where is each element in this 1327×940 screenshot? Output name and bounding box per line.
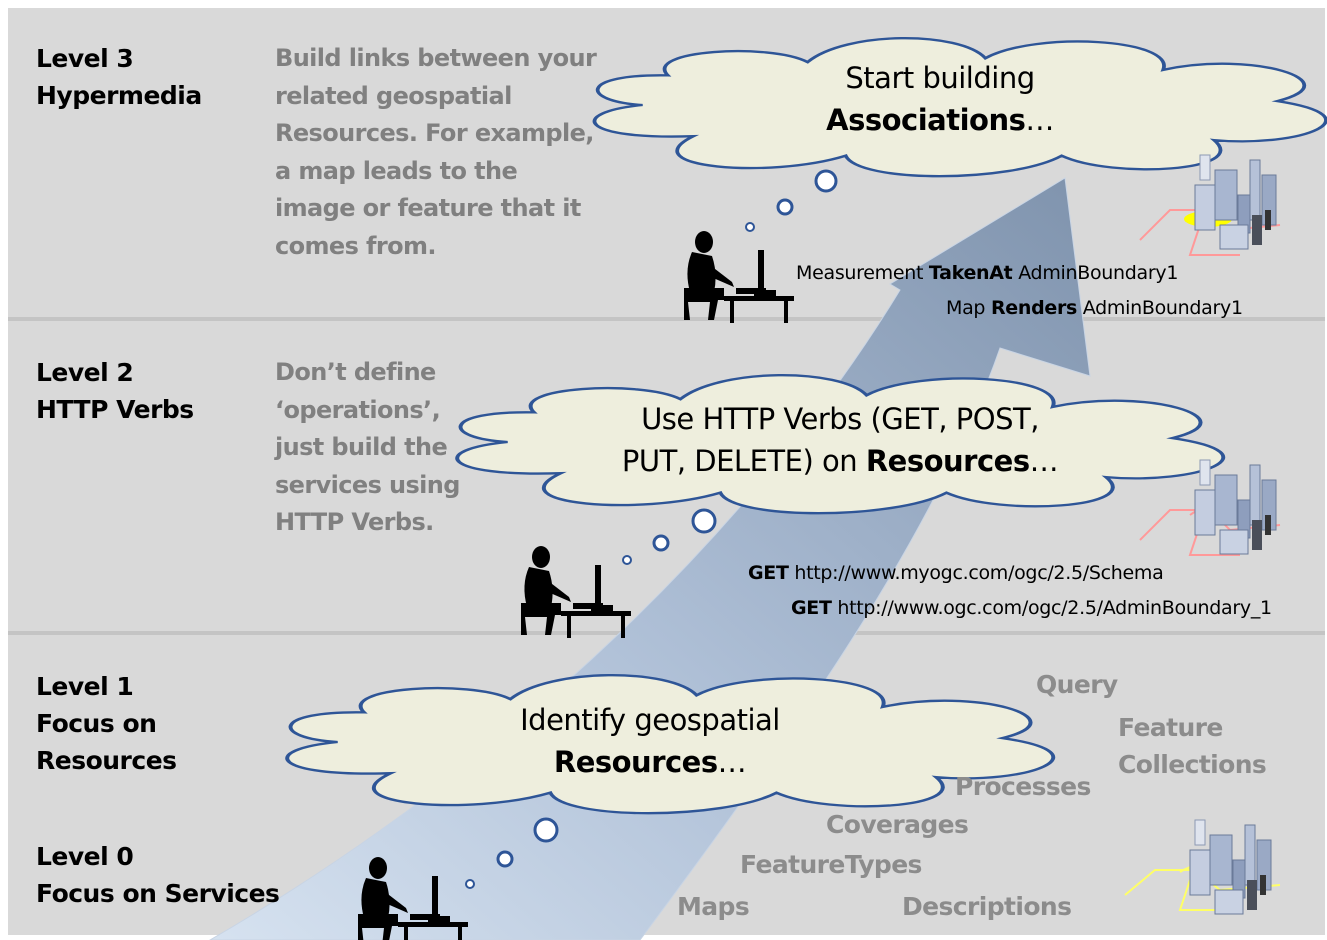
level1-title: Level 1 Focus on Resources <box>36 668 177 779</box>
level2-description-line: ‘operations’, <box>275 395 441 424</box>
level1-label: Level 1 <box>36 672 134 701</box>
level3-description-line: a map leads to the <box>275 156 518 185</box>
level3-description-line: comes from. <box>275 231 437 260</box>
level2-description-line: HTTP Verbs. <box>275 508 434 536</box>
cloud-level1-suffix: … <box>717 745 747 779</box>
request-url: http://www.myogc.com/ogc/2.5/Schema <box>788 562 1164 584</box>
relation-object: AdminBoundary1 <box>1012 262 1179 284</box>
cloud-level3-suffix: … <box>1025 103 1054 137</box>
request-admin-boundary: GET http://www.ogc.com/ogc/2.5/AdminBoun… <box>791 597 1272 619</box>
cloud-level2-line1: Use HTTP Verbs (GET, POST, <box>641 402 1039 436</box>
cloud-level1-line1: Identify geospatial <box>520 703 780 737</box>
level3-description-line: Resources. For example, <box>275 119 594 147</box>
relation-object: AdminBoundary1 <box>1077 297 1243 319</box>
level0-title: Level 0 Focus on Services <box>36 838 280 912</box>
city-map-icon-level3 <box>1139 154 1281 256</box>
relation-map: Map Renders AdminBoundary1 <box>946 297 1243 319</box>
cloud-level3-text: Start building Associations… <box>760 57 1120 141</box>
level3-description: Build links between your related geospat… <box>275 40 597 265</box>
cloud-level2-line2: PUT, DELETE) on <box>621 444 866 478</box>
level0-name: Focus on Services <box>36 879 280 908</box>
resource-featuretypes: FeatureTypes <box>740 850 922 879</box>
cloud-level3-bold: Associations <box>826 103 1026 137</box>
resource-processes: Processes <box>955 772 1091 801</box>
resource-descriptions: Descriptions <box>902 892 1072 921</box>
level3-description-line: related geospatial <box>275 81 512 110</box>
level2-description-line: services using <box>275 470 460 499</box>
city-map-icon-level2 <box>1139 459 1281 556</box>
cloud-level3-line1: Start building <box>845 61 1035 95</box>
request-schema: GET http://www.myogc.com/ogc/2.5/Schema <box>748 562 1164 584</box>
level1-name-line1: Focus on <box>36 709 157 738</box>
cloud-level1-bold: Resources <box>553 745 718 779</box>
resource-feature: Feature <box>1118 713 1223 742</box>
level1-name-line2: Resources <box>36 746 177 775</box>
resource-maps: Maps <box>677 892 750 921</box>
level2-description-line: Don’t define <box>275 358 436 386</box>
cloud-level2-suffix: … <box>1029 444 1059 478</box>
city-map-icon-level0 <box>1124 819 1281 915</box>
resource-collections: Collections <box>1118 750 1267 779</box>
resource-coverages: Coverages <box>826 810 969 839</box>
level0-label: Level 0 <box>36 842 134 871</box>
http-verb: GET <box>791 597 832 619</box>
cloud-level1-text: Identify geospatial Resources… <box>470 699 830 783</box>
level2-description-line: just build the <box>275 433 448 461</box>
cloud-level2-text: Use HTTP Verbs (GET, POST, PUT, DELETE) … <box>590 398 1090 482</box>
relation-subject: Map <box>946 297 991 319</box>
relation-predicate: Renders <box>990 297 1078 319</box>
level2-title: Level 2 HTTP Verbs <box>36 354 194 428</box>
level2-name: HTTP Verbs <box>36 395 194 424</box>
resource-query: Query <box>1036 670 1118 699</box>
relation-subject: Measurement <box>796 262 929 284</box>
request-url: http://www.ogc.com/ogc/2.5/AdminBoundary… <box>831 597 1272 619</box>
level2-label: Level 2 <box>36 358 134 387</box>
level3-title: Level 3 Hypermedia <box>36 40 202 114</box>
level3-description-line: Build links between your <box>275 44 597 72</box>
relation-measurement: Measurement TakenAt AdminBoundary1 <box>796 262 1178 284</box>
cloud-level2-bold: Resources <box>865 444 1030 478</box>
level3-name: Hypermedia <box>36 81 202 110</box>
http-verb: GET <box>748 562 789 584</box>
relation-predicate: TakenAt <box>928 262 1013 284</box>
level2-description: Don’t define ‘operations’, just build th… <box>275 354 460 542</box>
level3-label: Level 3 <box>36 44 134 73</box>
level3-description-line: image or feature that it <box>275 194 581 222</box>
